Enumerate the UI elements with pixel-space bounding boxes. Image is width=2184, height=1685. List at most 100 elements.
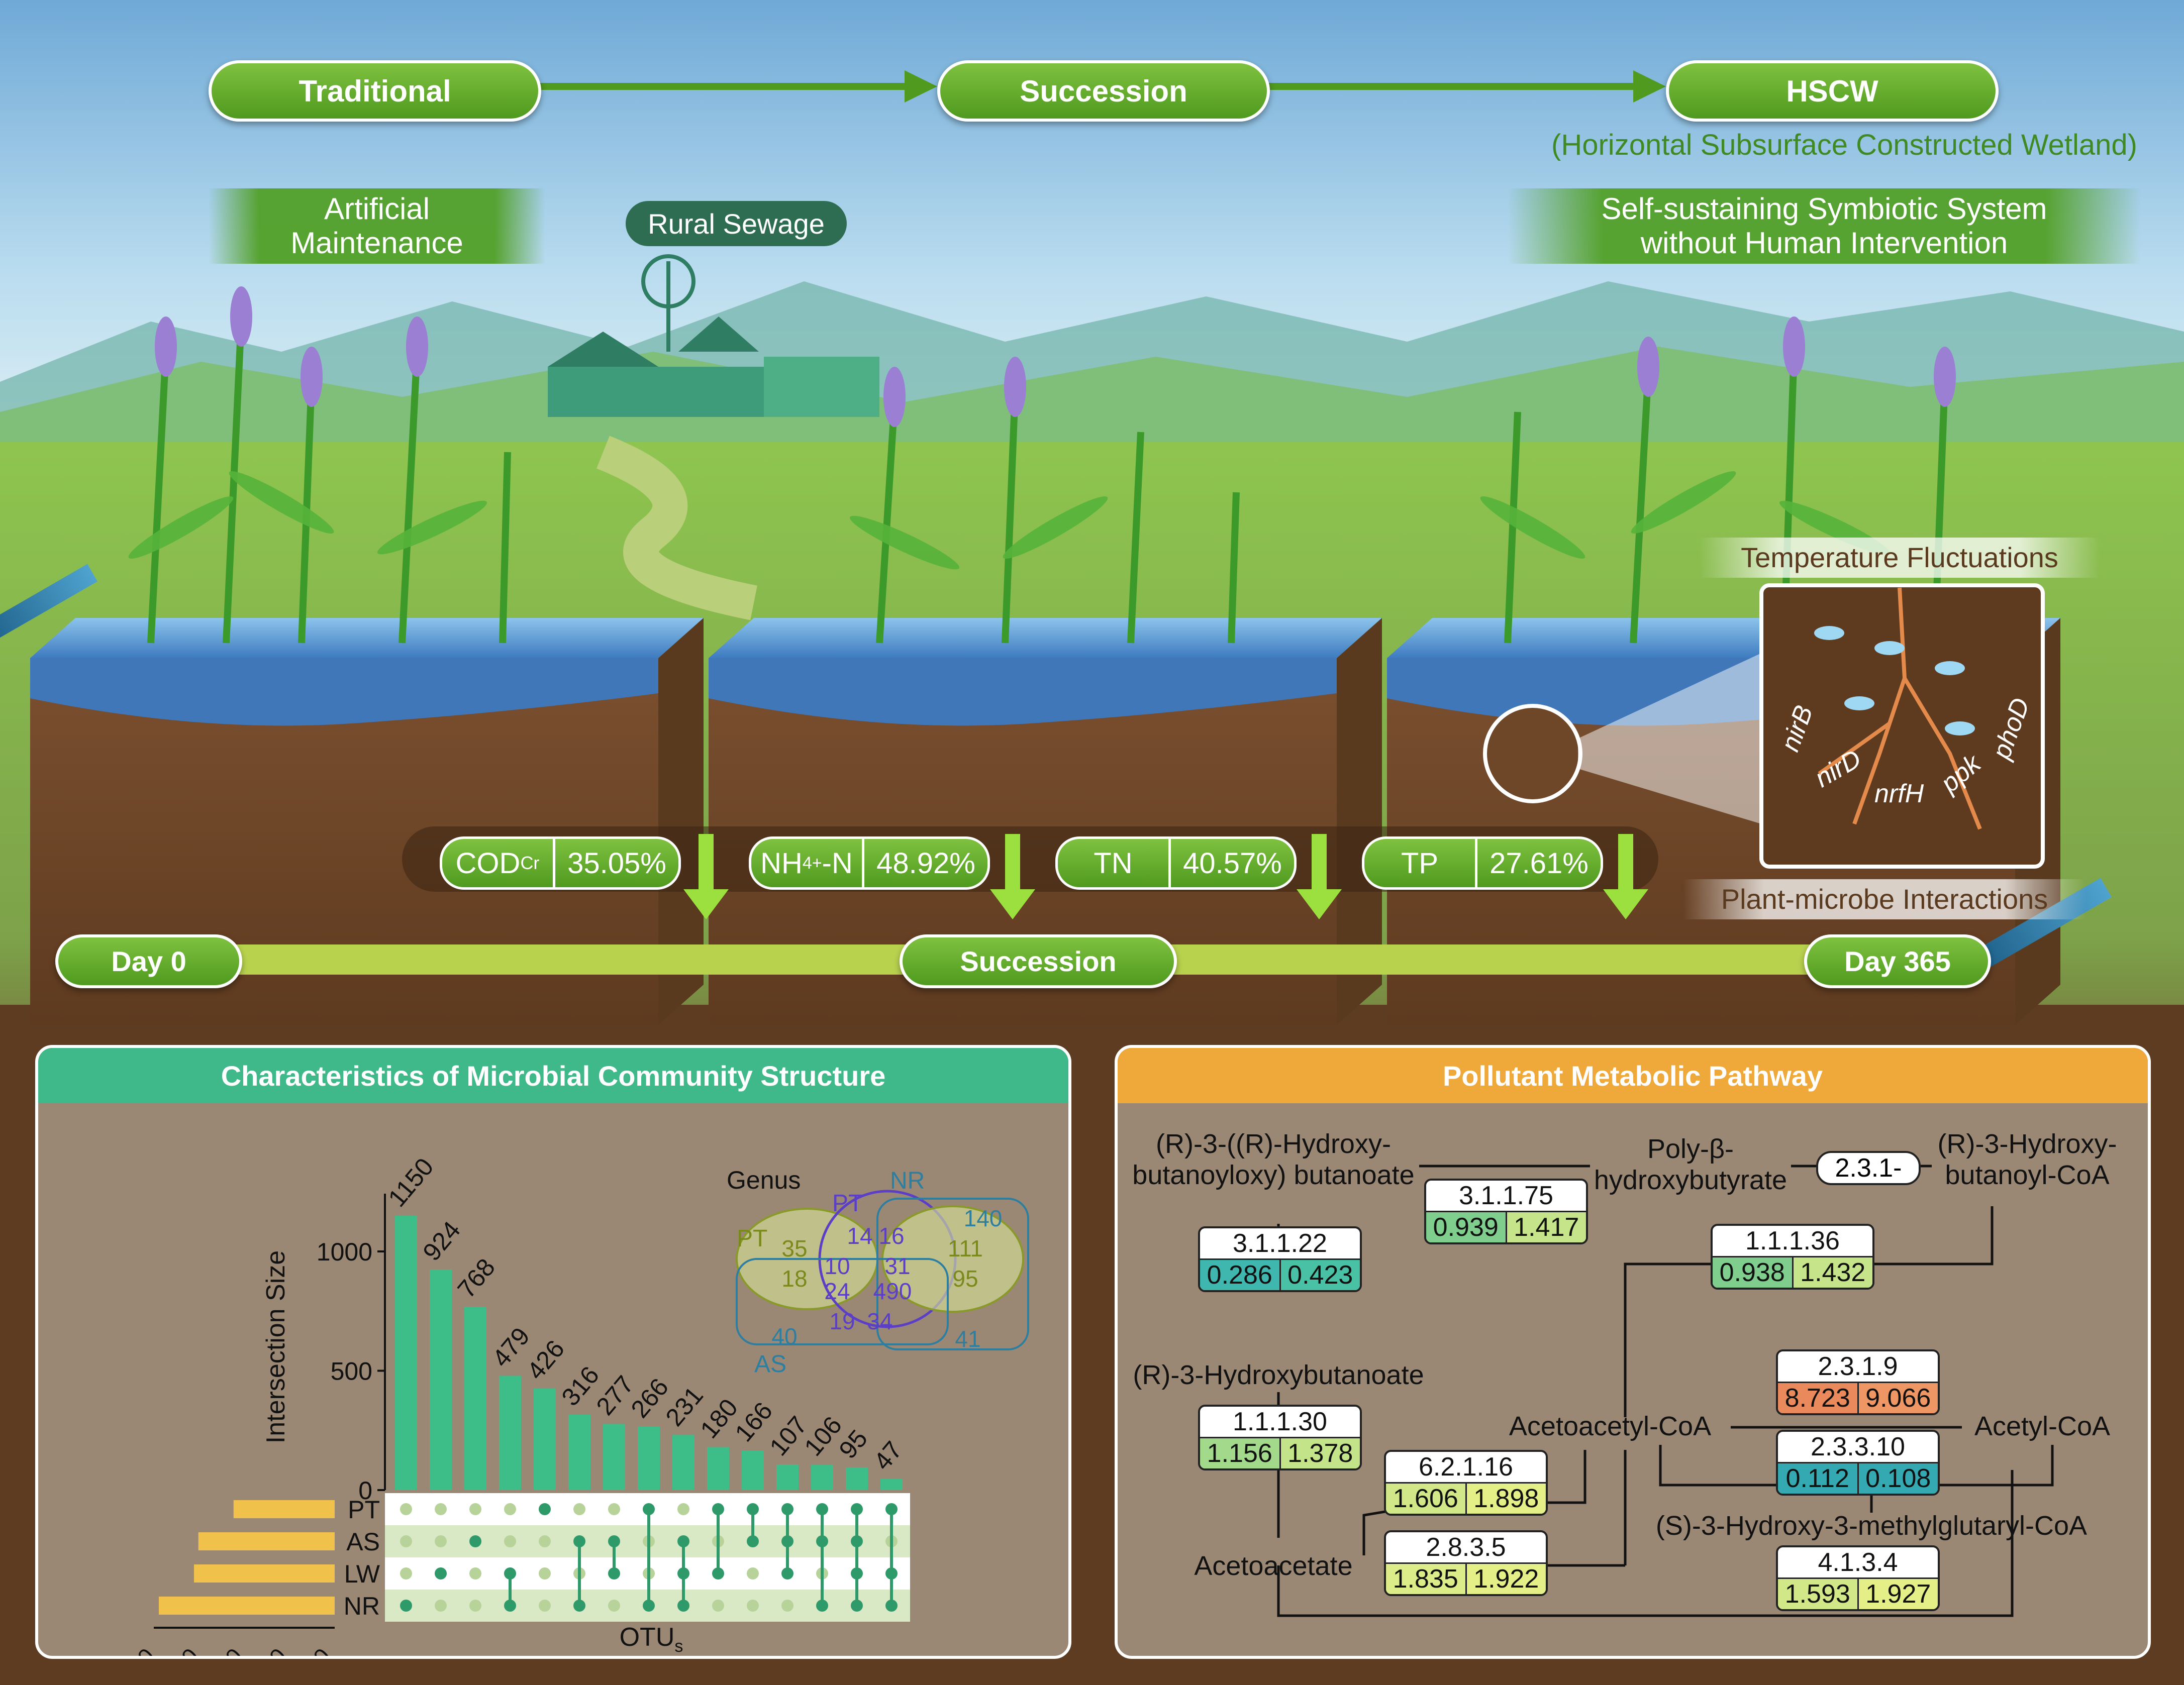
venn-count: 10	[824, 1253, 850, 1279]
matrix-dot	[435, 1503, 447, 1515]
venn-count: 14	[847, 1223, 872, 1249]
venn-label-pt2: PT	[832, 1190, 863, 1217]
temperature-fluctuations-label: Temperature Fluctuations	[1699, 538, 2101, 578]
matrix-dot	[677, 1503, 689, 1515]
metabolite-rrhb: (R)-3-((R)-Hydroxy- butanoyloxy) butanoa…	[1132, 1129, 1415, 1190]
rural-sewage-label: Rural Sewage	[626, 201, 847, 246]
venn-label-pt: PT	[737, 1225, 767, 1252]
venn-count: 16	[878, 1223, 904, 1249]
matrix-dot	[400, 1600, 412, 1612]
root-zone-zoom	[1759, 583, 2045, 869]
venn-count: 111	[948, 1235, 983, 1261]
matrix-dot	[469, 1535, 481, 1547]
bar-value-label: 768	[452, 1253, 501, 1303]
metabolite-accoa: Acetyl-CoA	[1974, 1411, 2111, 1441]
y-tick-label: 1000	[317, 1238, 372, 1266]
venn-title: Genus	[727, 1166, 801, 1194]
venn-count: 490	[873, 1278, 912, 1304]
matrix-dot	[539, 1503, 551, 1515]
bar-0	[395, 1215, 417, 1490]
set-name-LW: LW	[344, 1560, 380, 1588]
self-sustaining-label: Self-sustaining Symbiotic System without…	[1508, 188, 2141, 264]
bar-value-label: 47	[868, 1436, 908, 1476]
matrix-dot	[608, 1503, 620, 1515]
hscw-full-name: (Horizontal Subsurface Constructed Wetla…	[1551, 129, 2137, 161]
matrix-dot	[435, 1600, 447, 1612]
microbial-community-panel: Characteristics of Microbial Community S…	[35, 1045, 1071, 1659]
bar-7	[638, 1426, 660, 1490]
y-tick-label: 0	[358, 1477, 372, 1505]
venn-count: 24	[824, 1278, 850, 1304]
matrix-dot	[469, 1600, 481, 1612]
gene-nirD: nirD	[1810, 744, 1866, 793]
venn-set-nr	[876, 1198, 1029, 1350]
self-sustaining-text: Self-sustaining Symbiotic System without…	[1601, 192, 2047, 260]
down-arrows	[683, 834, 1648, 919]
set-size-bar-NR	[159, 1597, 335, 1615]
venn-count: 19	[829, 1308, 855, 1334]
artificial-maintenance-text: Artificial Maintenance	[290, 192, 463, 260]
metabolite-phb: Poly-β- hydroxybutyrate	[1594, 1134, 1788, 1195]
plant-microbe-label: Plant-microbe Interactions	[1683, 879, 2086, 919]
venn-label-nr: NR	[890, 1168, 925, 1194]
bar-1	[430, 1270, 452, 1490]
bar-4	[534, 1388, 556, 1490]
venn-count: 140	[964, 1205, 1003, 1231]
set-name-PT: PT	[348, 1496, 380, 1524]
y-axis-title: Intersection Size	[261, 1250, 290, 1443]
metabolite-acac: Acetoacetate	[1194, 1551, 1353, 1581]
gene-labels: nirB nirD nrfH ppk phoD	[1774, 694, 2035, 844]
metabolic-pathway-panel: Pollutant Metabolic Pathway (R)-3-((R)-H…	[1115, 1045, 2151, 1659]
set-axis-title: OTUs	[620, 1623, 683, 1656]
metabolite-hmg: (S)-3-Hydroxy-3-methylglutaryl-CoA	[1655, 1511, 2088, 1541]
matrix-dot	[539, 1600, 551, 1612]
reed-flowers	[155, 286, 1956, 427]
venn-count: 34	[867, 1308, 892, 1334]
matrix-dot	[504, 1503, 516, 1515]
matrix-dot	[781, 1600, 793, 1612]
matrix-dot	[539, 1535, 551, 1547]
timeline-day0: Day 0	[55, 934, 242, 988]
venn-label-as: AS	[754, 1351, 786, 1378]
bar-10	[742, 1450, 764, 1490]
set-size-bar-PT	[233, 1500, 335, 1518]
bar-11	[776, 1464, 799, 1490]
timeline-succession: Succession	[900, 934, 1177, 988]
venn-set-as	[736, 1258, 949, 1345]
matrix-dot	[573, 1503, 585, 1515]
matrix-dot	[712, 1600, 724, 1612]
set-axis-tick: 2000	[193, 1643, 248, 1656]
venn-count: 35	[781, 1235, 807, 1261]
matrix-dot	[539, 1567, 551, 1579]
matrix-dot	[435, 1567, 447, 1579]
set-axis-tick: 1000	[237, 1643, 291, 1656]
stage-hscw: HSCW	[1666, 60, 1999, 122]
matrix-dot	[747, 1567, 759, 1579]
bar-5	[568, 1414, 590, 1490]
enzyme-2-3-1-small: 2.3.1-	[1816, 1151, 1921, 1185]
metric-tn-name: TN	[1094, 847, 1133, 880]
bar-3	[499, 1376, 521, 1490]
matrix-dot	[469, 1567, 481, 1579]
matrix-dot	[608, 1600, 620, 1612]
artificial-maintenance-label: Artificial Maintenance	[209, 188, 545, 264]
metabolite-acacoa: Acetoacetyl-CoA	[1509, 1411, 1712, 1441]
venn-count: 41	[955, 1326, 980, 1352]
bar-value-label: 106	[799, 1411, 848, 1461]
set-name-NR: NR	[344, 1592, 380, 1620]
set-axis-tick: 0	[308, 1643, 336, 1656]
gene-ppk: ppk	[1935, 749, 1987, 799]
matrix-dot	[504, 1535, 516, 1547]
matrix-dot	[435, 1535, 447, 1547]
set-axis-tick: 3000	[149, 1643, 204, 1656]
